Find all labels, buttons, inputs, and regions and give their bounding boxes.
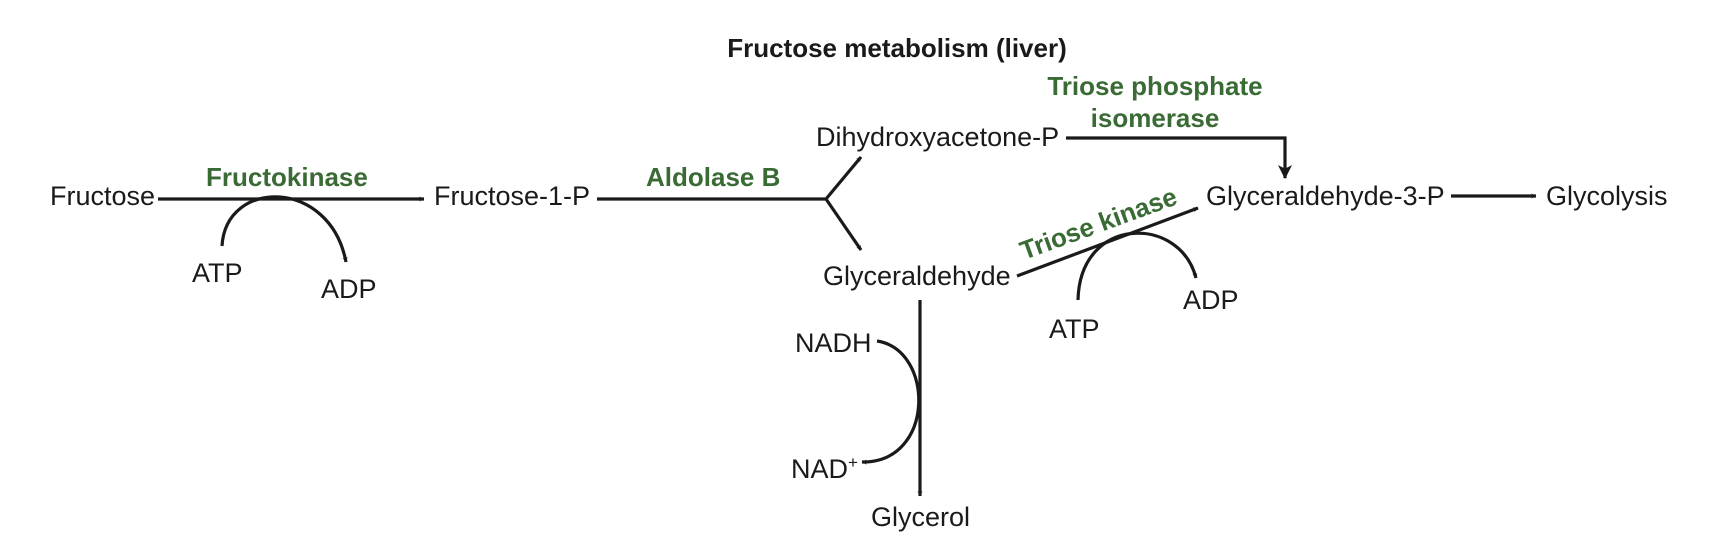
node-dihydroxyacetone-p: Dihydroxyacetone-P bbox=[816, 122, 1059, 152]
cofactor-atp-triose-kinase: ATP bbox=[1049, 314, 1100, 344]
cofactor-adp-triose-kinase: ADP bbox=[1183, 285, 1239, 315]
enzyme-triose-phosphate-isomerase-line2: isomerase bbox=[1091, 103, 1220, 133]
curve-atp-to-adp-fructokinase bbox=[220, 195, 348, 263]
nad-base: NAD bbox=[791, 454, 848, 484]
cofactor-nad-plus: NAD+ bbox=[791, 453, 858, 484]
nad-charge: + bbox=[848, 453, 858, 472]
node-fructose-1-p: Fructose-1-P bbox=[434, 181, 590, 211]
cofactor-nadh: NADH bbox=[795, 328, 872, 358]
enzyme-aldolase-b: Aldolase B bbox=[646, 162, 780, 192]
arrow-to-glyceraldehyde bbox=[824, 198, 863, 251]
node-glycerol: Glycerol bbox=[871, 502, 970, 532]
cofactor-atp-fructokinase: ATP bbox=[192, 258, 243, 288]
node-glycolysis: Glycolysis bbox=[1546, 181, 1668, 211]
arrow-to-dihydroxyacetone-p bbox=[824, 155, 863, 201]
cofactor-adp-fructokinase: ADP bbox=[321, 274, 377, 304]
diagram-title: Fructose metabolism (liver) bbox=[727, 33, 1067, 63]
node-glyceraldehyde: Glyceraldehyde bbox=[823, 261, 1011, 291]
enzyme-triose-phosphate-isomerase-line1: Triose phosphate bbox=[1047, 71, 1262, 101]
arrow-triose-phosphate-isomerase bbox=[1066, 136, 1292, 180]
node-glyceraldehyde-3-p: Glyceraldehyde-3-P bbox=[1206, 181, 1445, 211]
node-fructose: Fructose bbox=[50, 181, 155, 211]
curve-atp-to-adp-triose-kinase bbox=[1076, 231, 1198, 301]
enzyme-fructokinase: Fructokinase bbox=[206, 162, 368, 192]
curve-nadh-to-nad-plus bbox=[861, 339, 921, 465]
